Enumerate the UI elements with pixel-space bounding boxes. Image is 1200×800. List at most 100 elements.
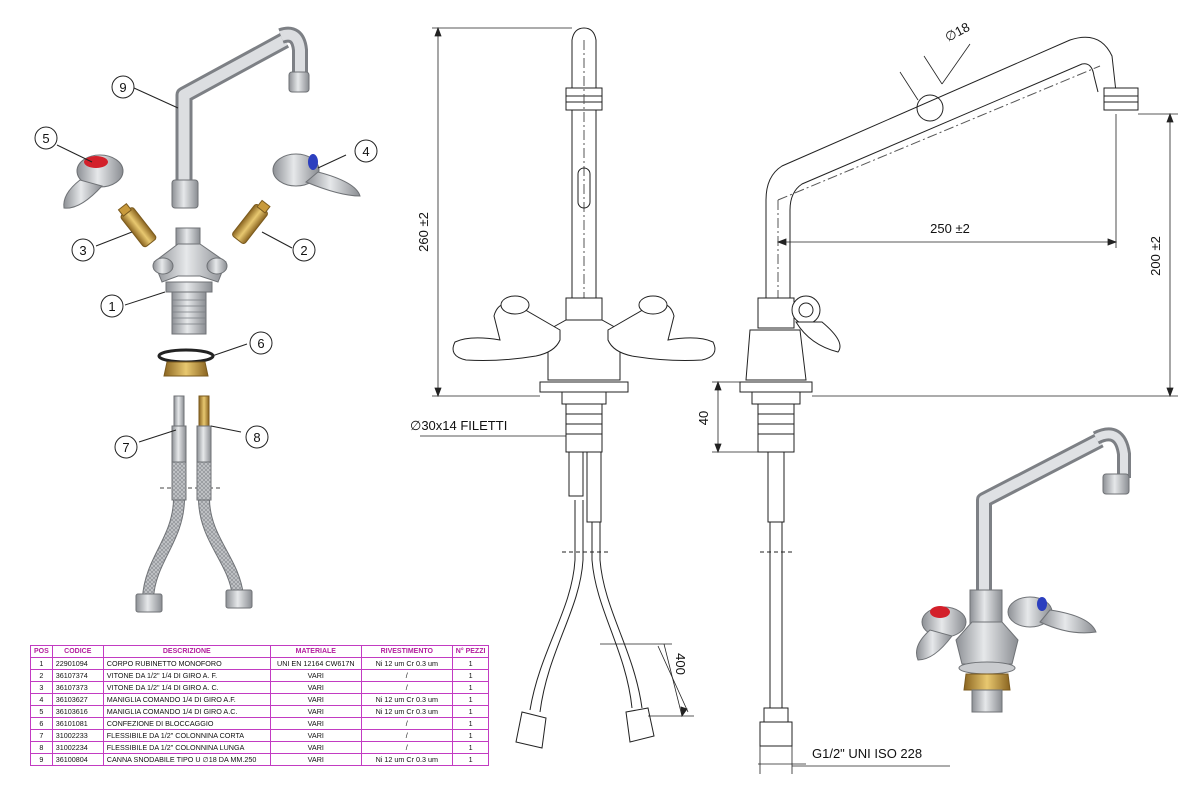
table-cell: CANNA SNODABILE TIPO U ∅18 DA MM.250 [102,753,271,766]
table-cell: CONFEZIONE DI BLOCCAGGIO [102,717,271,730]
table-cell: 36103627 [51,693,104,706]
table-cell: MANIGLIA COMANDO 1/4 DI GIRO A.C. [102,705,271,718]
table-cell: VARI [269,669,362,682]
table-cell: 22901094 [51,657,104,670]
side-view [739,36,1139,747]
table-cell: 1 [451,753,490,766]
part-7-8-flexible-hoses [135,395,253,613]
table-cell: CORPO RUBINETTO MONOFORO [102,657,271,670]
table-cell: 36107373 [51,681,104,694]
table-cell: Ni 12 um Cr 0.3 um [360,693,453,706]
table-cell: 1 [451,669,490,682]
callout-9: 9 [119,80,126,95]
callout-6: 6 [257,336,264,351]
table-cell: FLESSIBILE DA 1/2" COLONNINA LUNGA [102,741,271,754]
table-cell: 31002233 [51,729,104,742]
table-cell: 1 [451,741,490,754]
callout-4: 4 [362,144,369,159]
table-cell: 1 [30,657,53,670]
table-cell: 36100804 [51,753,104,766]
callout-3: 3 [79,243,86,258]
callout-1: 1 [108,299,115,314]
table-cell: 31002234 [51,741,104,754]
table-cell: 1 [451,693,490,706]
callout-7: 7 [122,440,129,455]
product-render [916,427,1131,713]
dim-hose-length: 400 [673,653,688,675]
table-cell: / [360,669,453,682]
callout-8: 8 [253,430,260,445]
table-cell: 5 [30,705,53,718]
parts-table: POS CODICE DESCRIZIONE MATERIALE RIVESTI… [30,645,490,766]
part-9-swivel-spout [171,26,310,209]
table-cell: 36103616 [51,705,104,718]
table-cell: / [360,741,453,754]
exploded-view: 9 5 4 3 2 1 6 7 8 [34,26,378,613]
table-cell: / [360,681,453,694]
callout-circles [34,75,378,459]
part-3-valve-hot [117,202,157,248]
table-cell: VARI [269,753,362,766]
front-dimensions [420,26,694,718]
dim-tube-diameter: ∅18 [942,19,972,44]
table-cell: VARI [269,729,362,742]
table-cell: Ni 12 um Cr 0.3 um [360,753,453,766]
part-4-cold-handle [272,153,361,197]
front-view [452,27,716,749]
callout-2: 2 [300,243,307,258]
part-6-locking-set [157,348,215,377]
table-cell: / [360,717,453,730]
side-dimensions [712,43,1178,774]
table-cell: VITONE DA 1/2" 1/4 DI GIRO A. F. [102,669,271,682]
part-2-valve-cold [232,199,271,244]
col-n-pezzi: N° PEZZI [451,645,490,658]
table-cell: FLESSIBILE DA 1/2" COLONNINA CORTA [102,729,271,742]
callout-5: 5 [42,131,49,146]
col-materiale: MATERIALE [269,645,362,658]
table-cell: 36107374 [51,669,104,682]
table-cell: UNI EN 12164 CW617N [269,657,362,670]
table-cell: 1 [451,705,490,718]
dim-hose-connection: G1/2" UNI ISO 228 [812,746,922,761]
table-cell: 7 [30,729,53,742]
dim-thread: ∅30x14 FILETTI [410,418,507,433]
table-cell: 1 [451,717,490,730]
table-cell: Ni 12 um Cr 0.3 um [360,657,453,670]
table-cell: MANIGLIA COMANDO 1/4 DI GIRO A.F. [102,693,271,706]
table-cell: VITONE DA 1/2" 1/4 DI GIRO A. C. [102,681,271,694]
dim-reach: 250 ±2 [930,221,970,236]
table-cell: 1 [451,729,490,742]
table-cell: 1 [451,681,490,694]
dim-body-40: 40 [696,411,711,425]
table-cell: 8 [30,741,53,754]
table-cell: 1 [451,657,490,670]
table-cell: 9 [30,753,53,766]
table-cell: 6 [30,717,53,730]
table-cell: VARI [269,705,362,718]
col-rivestimento: RIVESTIMENTO [360,645,453,658]
table-cell: Ni 12 um Cr 0.3 um [360,705,453,718]
table-cell: / [360,729,453,742]
dim-spout-height: 200 ±2 [1148,236,1163,276]
dim-height-total: 260 ±2 [416,212,431,252]
col-pos: POS [30,645,53,658]
table-cell: VARI [269,693,362,706]
table-cell: 2 [30,669,53,682]
table-cell: 3 [30,681,53,694]
part-5-hot-handle [63,154,124,209]
parts-table-header: POS CODICE DESCRIZIONE MATERIALE RIVESTI… [30,645,490,658]
part-1-tap-body [152,227,228,335]
col-codice: CODICE [51,645,104,658]
col-descrizione: DESCRIZIONE [102,645,271,658]
